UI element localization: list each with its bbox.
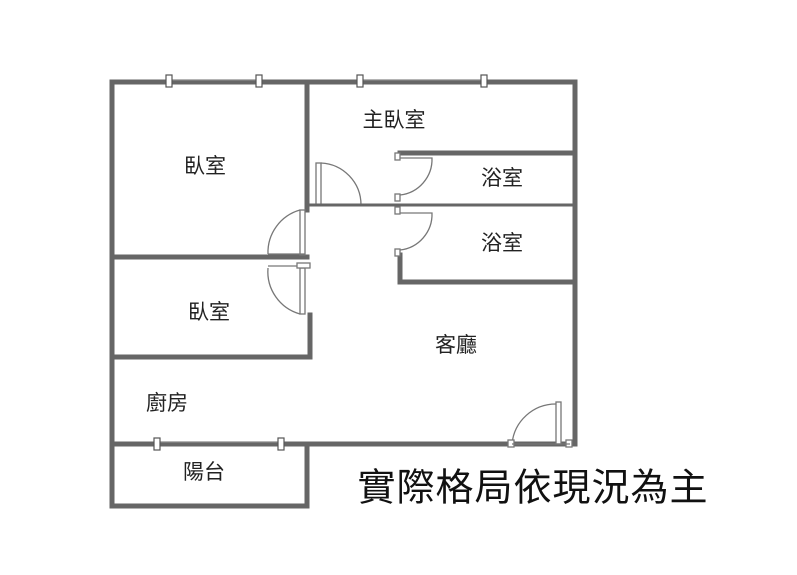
doors (267, 152, 573, 448)
room-label-balcony: 陽台 (183, 460, 225, 484)
room-label-master-bedroom: 主臥室 (363, 108, 426, 132)
door-bedroom-2 (267, 262, 311, 315)
door-master (310, 162, 363, 207)
walls (109, 79, 578, 509)
door-bathroom-1 (394, 152, 433, 202)
room-label-kitchen: 廚房 (146, 391, 188, 415)
window-balcony (153, 437, 285, 451)
room-label-living-room: 客廳 (435, 333, 477, 357)
room-labels: 主臥室 臥室 浴室 浴室 臥室 客廳 廚房 陽台 (146, 108, 523, 484)
room-label-bedroom-2: 臥室 (188, 300, 230, 324)
room-label-bedroom-1: 臥室 (184, 154, 226, 178)
windows (153, 74, 488, 451)
door-bathroom-2 (394, 206, 433, 257)
room-label-bathroom-2: 浴室 (481, 231, 523, 255)
door-entry (507, 401, 573, 448)
window-master-top (356, 74, 488, 88)
door-bedroom-1 (267, 209, 306, 256)
room-label-bathroom-1: 浴室 (481, 166, 523, 190)
layout-disclaimer: 實際格局依現況為主 (357, 466, 708, 510)
window-bedroom-top (165, 74, 263, 88)
